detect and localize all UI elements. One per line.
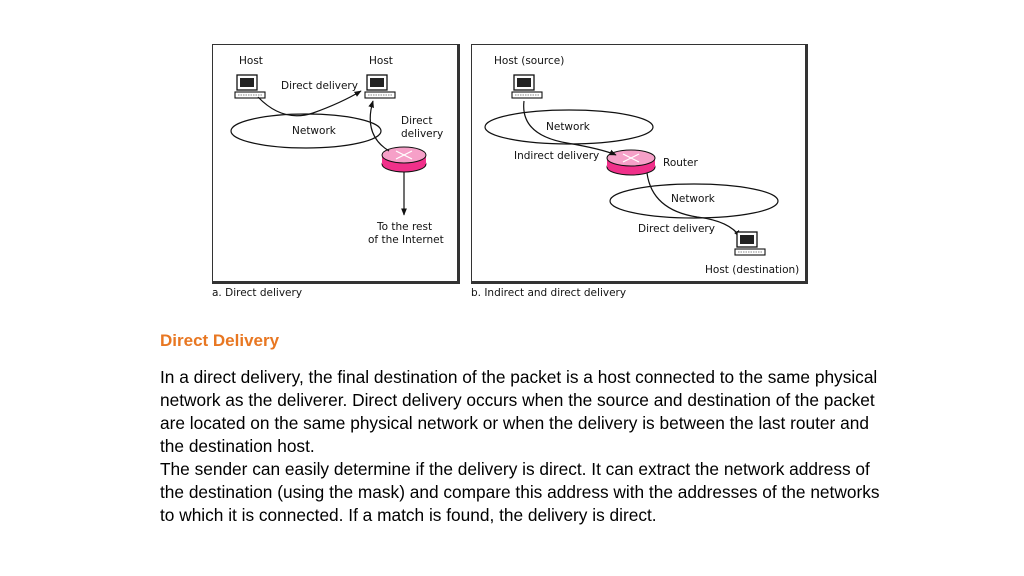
- paragraph-direct-delivery-definition: In a direct delivery, the final destinat…: [160, 367, 878, 456]
- router-icon: [606, 149, 656, 176]
- direct-delivery-arrow: [646, 172, 741, 238]
- host-computer-icon: [364, 74, 396, 99]
- direct-delivery-side-label-1: Direct: [401, 115, 432, 127]
- direct-delivery-top-label: Direct delivery: [281, 80, 358, 92]
- network-label: Network: [292, 125, 337, 137]
- indirect-delivery-label: Indirect delivery: [514, 150, 599, 162]
- destination-computer-icon: [734, 231, 766, 256]
- host1-label: Host: [239, 55, 263, 67]
- host-computer-icon: [234, 74, 266, 99]
- paragraph-sender-determination: The sender can easily determine if the d…: [160, 459, 880, 525]
- caption-direct-delivery: a. Direct delivery: [212, 287, 303, 299]
- host2-label: Host: [369, 55, 393, 67]
- caption-indirect-direct-delivery: b. Indirect and direct delivery: [471, 287, 627, 299]
- network2-label: Network: [671, 193, 716, 205]
- source-host-label: Host (source): [494, 55, 564, 67]
- direct-delivery-label: Direct delivery: [638, 223, 715, 235]
- indirect-direct-delivery-diagram: Host (source) Network Router Indirect de…: [471, 44, 808, 284]
- network1-label: Network: [546, 121, 591, 133]
- indirect-delivery-arrow: [523, 100, 617, 156]
- direct-delivery-diagram: Host Host Network Direct delivery Direct…: [212, 44, 460, 284]
- rest-of-internet-label-1: To the rest: [376, 221, 432, 233]
- direct-delivery-side-label-2: delivery: [401, 128, 443, 140]
- network2-ellipse: [609, 183, 779, 219]
- source-computer-icon: [511, 74, 543, 99]
- destination-host-label: Host (destination): [705, 264, 799, 276]
- section-heading: Direct Delivery: [160, 331, 280, 350]
- router-label: Router: [663, 157, 698, 169]
- rest-of-internet-label-2: of the Internet: [368, 234, 444, 246]
- direct-delivery-arrow: [257, 90, 362, 117]
- network-ellipse: [230, 113, 382, 149]
- router-to-host-arrow: [368, 100, 390, 152]
- network1-ellipse: [484, 109, 654, 145]
